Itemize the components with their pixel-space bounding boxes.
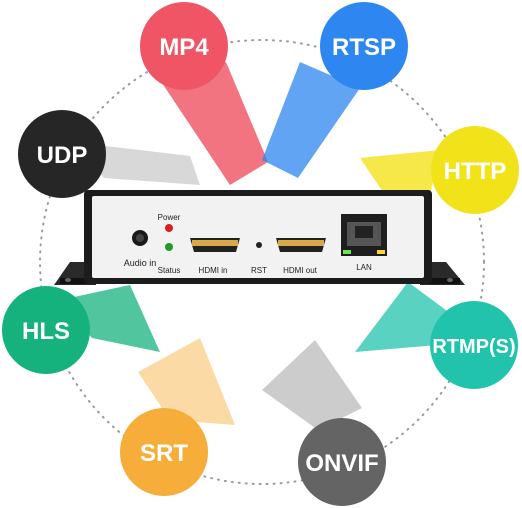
rst-label: RST: [251, 266, 267, 275]
fan-hls: [60, 285, 160, 352]
fan-http: [360, 150, 440, 195]
label-srt: SRT: [140, 440, 188, 467]
bubble-udp: [18, 110, 106, 198]
status-led: [165, 243, 173, 251]
power-label: Power: [158, 213, 181, 222]
label-rtmps: RTMP(S): [432, 336, 515, 358]
hdmi-out-label: HDMI out: [283, 266, 318, 275]
label-http: HTTP: [444, 158, 507, 185]
label-udp: UDP: [37, 142, 88, 169]
hdmi-in-label: HDMI in: [199, 266, 228, 275]
fan-onvif: [262, 340, 362, 430]
bubble-srt: [120, 408, 208, 496]
connection-fans: [60, 62, 462, 430]
bubble-onvif: [298, 418, 386, 506]
bubble-hls: [2, 286, 90, 374]
label-mp4: MP4: [159, 34, 209, 61]
rst-button[interactable]: [256, 242, 262, 248]
bubble-http: [431, 126, 519, 214]
fan-mp4: [160, 62, 268, 185]
label-rtsp: RTSP: [332, 34, 396, 61]
lan-label: LAN: [356, 263, 372, 272]
fan-srt: [138, 338, 235, 425]
bubble-mp4: [140, 2, 228, 90]
bubble-rtmps: [430, 301, 518, 389]
power-led: [165, 224, 173, 232]
label-onvif: ONVIF: [305, 450, 378, 477]
encoder-device: [54, 190, 465, 285]
fan-rtsp: [262, 62, 360, 178]
bubble-rtsp: [320, 2, 408, 90]
dotted-ring: [39, 39, 485, 485]
label-hls: HLS: [22, 318, 70, 345]
status-label: Status: [158, 266, 181, 275]
audio-in-label: Audio in: [124, 258, 157, 268]
